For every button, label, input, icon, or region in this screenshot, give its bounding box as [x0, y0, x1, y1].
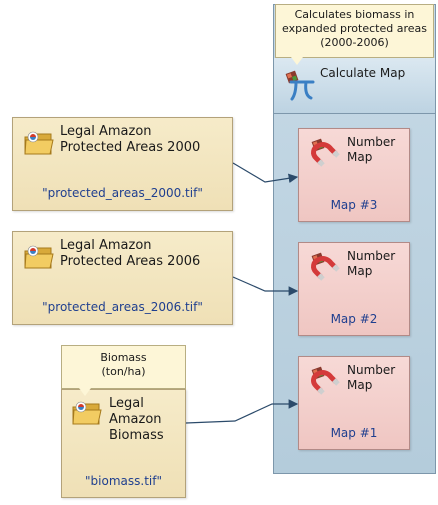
source-biomass[interactable]: Legal Amazon Biomass "biomass.tif" [61, 389, 186, 498]
biomass-note: Biomass (ton/ha) [61, 345, 186, 389]
folder-icon [23, 128, 55, 158]
calculate-map-title: Calculate Map [320, 66, 406, 80]
number-map-2-map: Map #2 [330, 312, 378, 326]
connector-2000 [232, 162, 299, 184]
source-protected-areas-2006[interactable]: Legal Amazon Protected Areas 2006 "prote… [12, 231, 233, 325]
note-tail [291, 57, 303, 65]
calculate-map-note-text: Calculates biomass in expanded protected… [282, 8, 427, 49]
biomass-note-line2: (ton/ha) [101, 365, 146, 378]
number-map-3-label-line1: Number [347, 135, 396, 149]
source-2000-title-line2: Protected Areas 2000 [60, 140, 201, 155]
number-map-3-label-line2: Map [347, 150, 373, 164]
number-map-1-label-line1: Number [347, 363, 396, 377]
source-protected-areas-2000[interactable]: Legal Amazon Protected Areas 2000 "prote… [12, 117, 233, 211]
connector-2006 [232, 276, 299, 296]
number-map-2-label-line2: Map [347, 264, 373, 278]
number-map-1-label-line2: Map [347, 378, 373, 392]
biomass-title: Legal Amazon Biomass [109, 396, 164, 444]
number-map-3-label: Number Map [347, 135, 395, 165]
source-2006-title: Legal Amazon Protected Areas 2006 [60, 238, 200, 270]
magnet-icon [309, 137, 341, 169]
biomass-title-line2: Amazon [109, 412, 162, 427]
number-map-2-label-line1: Number [347, 249, 396, 263]
number-map-2[interactable]: Number Map Map #2 [298, 242, 410, 336]
number-map-1-label: Number Map [347, 363, 395, 393]
biomass-note-line1: Biomass [100, 351, 147, 364]
magnet-icon [309, 365, 341, 397]
source-2000-title: Legal Amazon Protected Areas 2000 [60, 124, 200, 156]
number-map-3[interactable]: Number Map Map #3 [298, 128, 410, 222]
source-2006-title-line1: Legal Amazon [60, 238, 152, 253]
source-2006-file: "protected_areas_2006.tif" [42, 300, 203, 314]
biomass-title-line1: Legal [109, 396, 144, 411]
source-2006-title-line2: Protected Areas 2006 [60, 254, 201, 269]
number-map-2-label: Number Map [347, 249, 395, 279]
number-map-3-map: Map #3 [330, 198, 378, 212]
biomass-title-line3: Biomass [109, 428, 164, 443]
calculate-map-header[interactable] [273, 58, 436, 114]
folder-icon [23, 242, 55, 272]
magnet-icon [309, 251, 341, 283]
biomass-note-tail [79, 388, 91, 396]
number-map-1-map: Map #1 [330, 426, 378, 440]
source-2000-file: "protected_areas_2000.tif" [42, 186, 203, 200]
biomass-file: "biomass.tif" [85, 474, 162, 488]
folder-icon [71, 398, 103, 428]
calculate-map-note: Calculates biomass in expanded protected… [275, 4, 434, 58]
source-2000-title-line1: Legal Amazon [60, 124, 152, 139]
number-map-1[interactable]: Number Map Map #1 [298, 356, 410, 450]
calculate-map-icon [283, 68, 317, 102]
connector-biomass [185, 399, 299, 424]
